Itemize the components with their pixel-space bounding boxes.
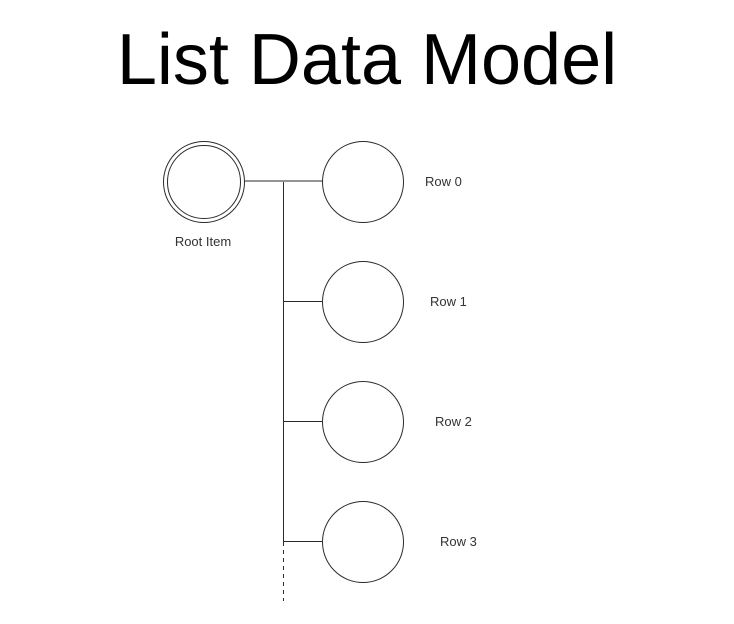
trunk-line	[283, 182, 284, 542]
node-label-row-3: Row 3	[440, 534, 477, 549]
node-label-row-2: Row 2	[435, 414, 472, 429]
node-row-2[interactable]	[322, 381, 404, 463]
node-root-item[interactable]	[163, 141, 245, 223]
link-trunk-to-row2	[283, 421, 323, 422]
diagram-title: List Data Model	[116, 20, 618, 100]
node-label-row-1: Row 1	[430, 294, 467, 309]
link-root-to-row0	[245, 180, 323, 182]
link-trunk-to-row1	[283, 301, 323, 302]
trunk-dashed-continuation-line	[283, 542, 284, 601]
node-row-1[interactable]	[322, 261, 404, 343]
root-inner-ring	[167, 145, 241, 219]
node-label-row-0: Row 0	[425, 174, 462, 189]
node-row-0[interactable]	[322, 141, 404, 223]
node-row-3[interactable]	[322, 501, 404, 583]
link-trunk-to-row3	[283, 541, 323, 542]
node-label-root: Root Item	[174, 234, 232, 249]
